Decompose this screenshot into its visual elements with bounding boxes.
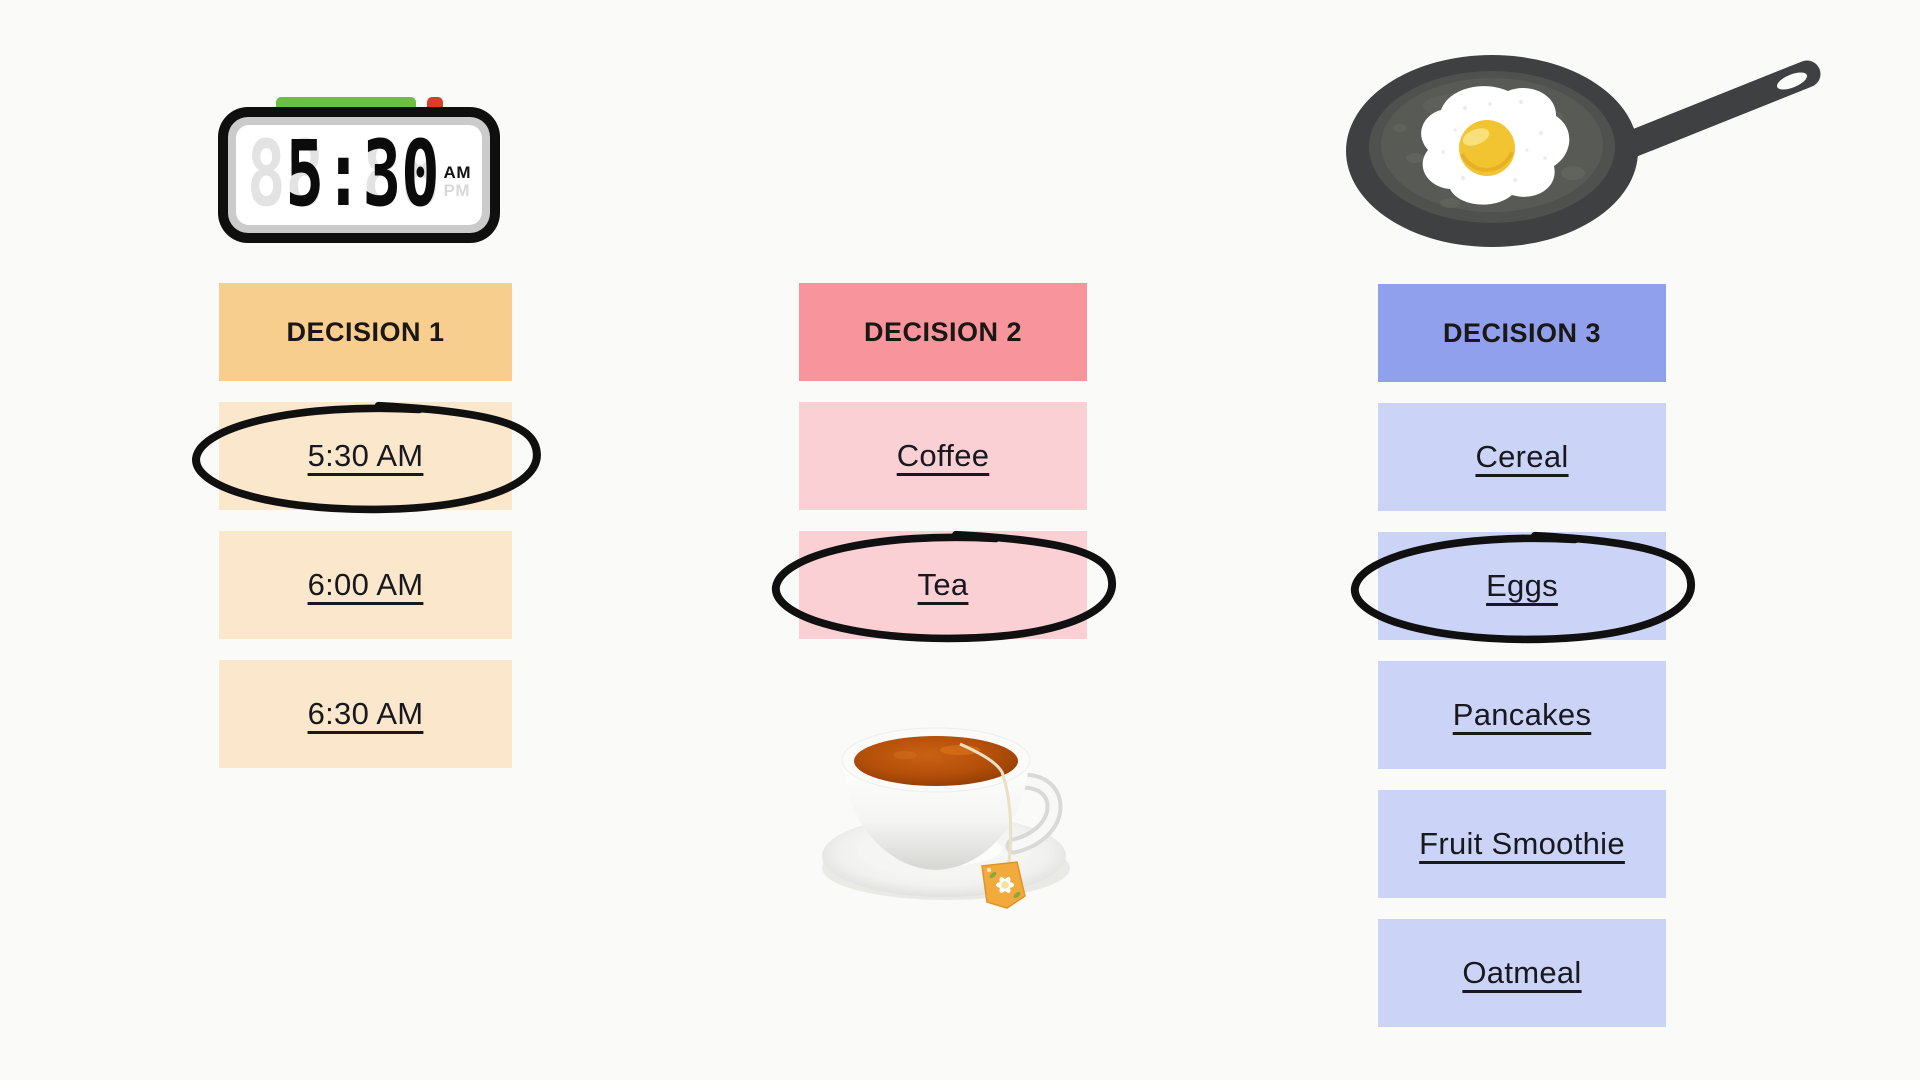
option-tea[interactable]: Tea — [771, 530, 1117, 643]
clock-body: 88:88 5:30 AM PM — [218, 107, 500, 243]
option-label: Coffee — [896, 438, 990, 473]
option-pancakes[interactable]: Pancakes — [1378, 661, 1666, 769]
clock-display: 88:88 5:30 AM PM — [236, 125, 482, 225]
option-coffee[interactable]: Coffee — [799, 402, 1087, 510]
option-label: 6:30 AM — [307, 696, 424, 731]
option-5-30-am[interactable]: 5:30 AM — [192, 401, 541, 514]
option-cereal[interactable]: Cereal — [1378, 403, 1666, 511]
decision-3-header: DECISION 3 — [1378, 284, 1666, 382]
option-label: Fruit Smoothie — [1419, 826, 1625, 861]
option-eggs[interactable]: Eggs — [1350, 531, 1696, 644]
clock-am-indicator: AM — [443, 162, 471, 182]
option-fruit-smoothie[interactable]: Fruit Smoothie — [1378, 790, 1666, 898]
option-6-00-am[interactable]: 6:00 AM — [219, 531, 512, 639]
option-6-30-am[interactable]: 6:30 AM — [219, 660, 512, 768]
decision-column-decision-1: DECISION 1 5:30 AM 6:00 AM 6:30 AM — [192, 283, 541, 789]
frying-pan-egg-illustration — [1345, 38, 1845, 253]
clock-time-readout: 5:30 — [247, 125, 440, 225]
option-label: Eggs — [1486, 568, 1558, 603]
option-label: Oatmeal — [1462, 955, 1582, 990]
decision-1-header: DECISION 1 — [219, 283, 512, 381]
option-label: Cereal — [1475, 439, 1569, 474]
option-label: Tea — [917, 567, 969, 602]
clock-pm-indicator: PM — [443, 181, 471, 201]
option-oatmeal[interactable]: Oatmeal — [1378, 919, 1666, 1027]
option-label: Pancakes — [1452, 697, 1592, 732]
option-label: 5:30 AM — [307, 438, 424, 473]
teacup-illustration — [810, 710, 1085, 965]
clock-ghost-segments: 88:88 — [247, 125, 440, 225]
option-label: 6:00 AM — [307, 567, 424, 602]
decision-2-header: DECISION 2 — [799, 283, 1087, 381]
digital-alarm-clock-illustration: 88:88 5:30 AM PM — [218, 97, 500, 247]
